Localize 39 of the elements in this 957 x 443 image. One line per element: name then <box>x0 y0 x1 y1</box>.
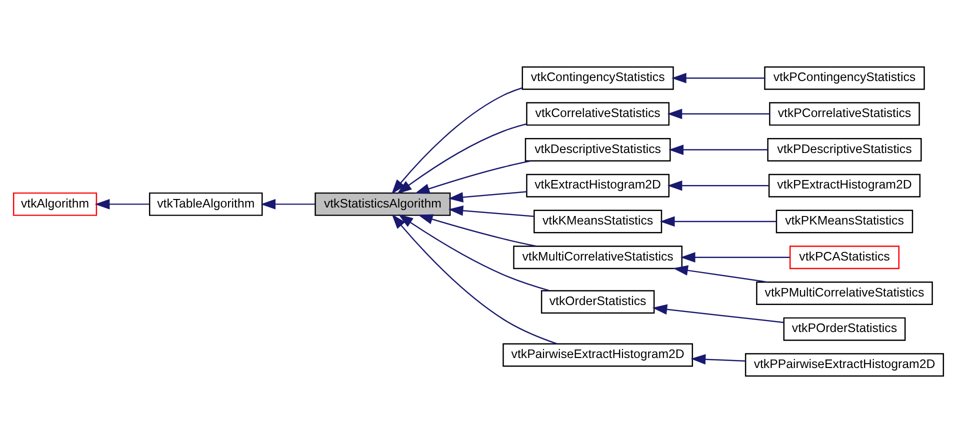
node-box: vtkPExtractHistogram2D <box>768 174 921 198</box>
node-box: vtkPMultiCorrelativeStatistics <box>756 281 933 305</box>
node-box: vtkPKMeansStatistics <box>776 210 914 234</box>
arrow <box>398 214 550 292</box>
node-box: vtkPDescriptiveStatistics <box>767 138 922 162</box>
node-box: vtkPCAStatistics <box>789 246 900 270</box>
arrow <box>391 87 522 194</box>
arrow <box>673 265 768 283</box>
node-box: vtkMultiCorrelativeStatistics <box>513 246 683 270</box>
arrow <box>448 205 534 218</box>
node-box: vtkPContingencyStatistics <box>764 66 925 90</box>
arrow <box>667 180 769 191</box>
arrow <box>448 191 526 202</box>
node-box: vtkPPairwiseExtractHistogram2D <box>744 353 944 377</box>
node-box: vtkPairwiseExtractHistogram2D <box>502 343 694 367</box>
arrow <box>668 144 768 155</box>
arrow <box>652 304 784 324</box>
arrow <box>680 252 790 263</box>
node-box: vtkContingencyStatistics <box>522 66 674 90</box>
arrow <box>260 198 316 210</box>
node-box: vtkStatisticsAlgorithm <box>314 192 451 216</box>
arrow <box>396 123 527 194</box>
arrow <box>94 198 150 210</box>
node-box: vtkExtractHistogram2D <box>526 174 670 198</box>
node-box: vtkPCorrelativeStatistics <box>769 102 920 126</box>
arrow <box>660 216 776 227</box>
node-box: vtkDescriptiveStatistics <box>524 138 671 162</box>
arrow <box>672 72 765 84</box>
node-box: vtkTableAlgorithm <box>149 192 263 216</box>
node-box: vtkAlgorithm <box>12 192 98 216</box>
node-box: vtkKMeansStatistics <box>534 210 662 234</box>
arrow <box>392 214 558 344</box>
node-box: vtkPOrderStatistics <box>783 317 906 341</box>
node-box: vtkOrderStatistics <box>540 290 655 314</box>
arrow <box>414 160 532 194</box>
node-box: vtkCorrelativeStatistics <box>526 102 670 126</box>
arrow <box>667 108 770 120</box>
arrow <box>418 214 536 247</box>
arrow <box>690 354 746 365</box>
